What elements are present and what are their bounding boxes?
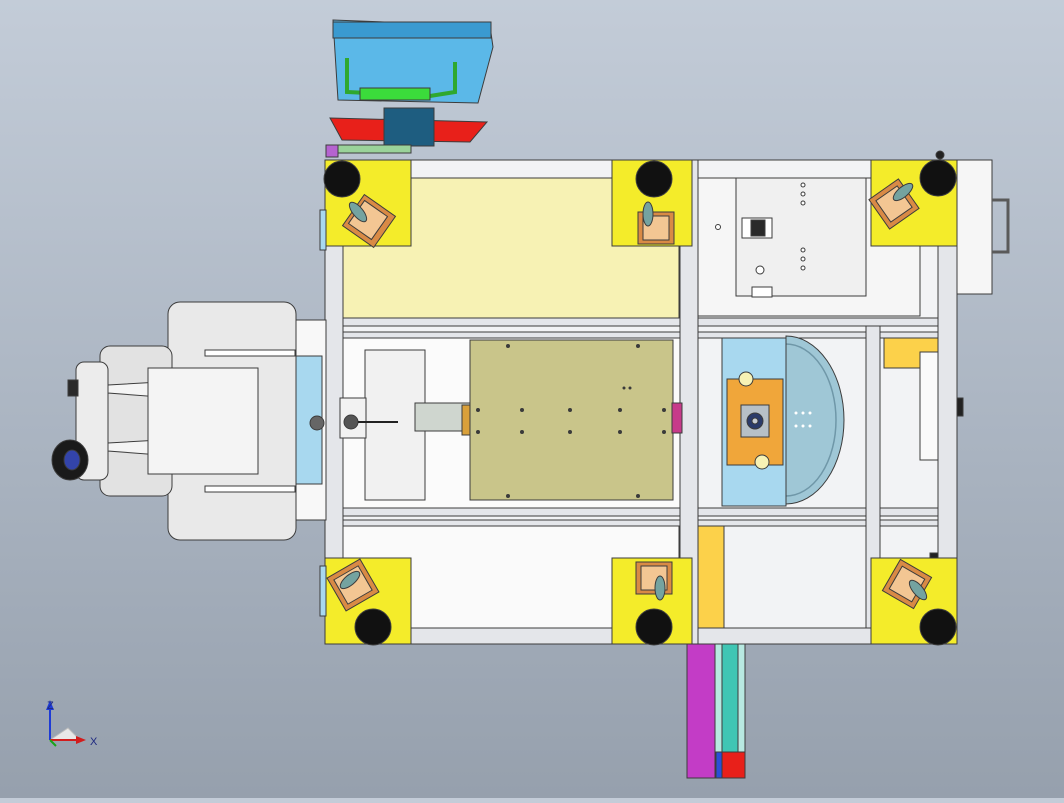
feeder-knob [67, 379, 79, 397]
left-feeder-unit[interactable] [51, 301, 327, 541]
control-panel-details [715, 177, 867, 298]
rotary-table[interactable] [721, 335, 845, 507]
slide-end-cap [718, 751, 746, 779]
caster-foot-icon [919, 159, 957, 197]
gripper-green-link [335, 144, 412, 154]
caster-foot-icon [919, 608, 957, 646]
caster-foot-icon [635, 160, 673, 198]
slide-motor [686, 643, 716, 779]
orientation-triad[interactable]: Z X [38, 696, 108, 760]
linear-stage[interactable] [339, 337, 683, 509]
right-inner-blocks [697, 337, 939, 629]
triad-plane [48, 727, 82, 741]
side-box-right[interactable] [956, 159, 1010, 417]
caster-foot-icon [354, 608, 392, 646]
fixture-plate [726, 378, 784, 466]
caster-top-left[interactable] [323, 159, 412, 249]
x-arrow-icon [76, 736, 86, 744]
caster-foot-icon [323, 160, 361, 198]
feeder-tray [147, 367, 259, 475]
caster-wheel-icon [654, 575, 666, 601]
gripper-top-rail [332, 21, 492, 39]
caster-wheel-icon [642, 201, 654, 227]
panel-hole [755, 265, 765, 275]
caster-bottom-left[interactable] [324, 557, 412, 646]
caster-wheel-icon [348, 201, 368, 223]
caster-foot-icon [635, 608, 673, 646]
rail-upper-2 [324, 331, 958, 339]
feeder-slot-1 [204, 349, 296, 357]
feeder-slot-2 [204, 485, 296, 493]
yellow-block-bottom [697, 525, 725, 629]
side-latch [956, 397, 964, 417]
rail-lower-2 [324, 519, 958, 527]
caster-wheel-icon [908, 579, 928, 601]
caster-wheel-icon [339, 570, 361, 590]
x-axis-label: X [90, 736, 98, 748]
caster-bottom-middle[interactable] [611, 557, 693, 646]
relay-chip [750, 219, 766, 237]
rotary-disk [785, 335, 845, 505]
stage-plate [469, 339, 674, 501]
z-arrow-icon [46, 700, 54, 710]
gripper-green-bar [359, 87, 431, 101]
side-box [956, 159, 993, 295]
caster-wheel-icon [892, 182, 914, 202]
y-axis [49, 739, 57, 747]
z-axis-label: Z [47, 700, 54, 712]
stage-motor-icon [343, 414, 359, 430]
gripper-purple-clip [325, 144, 339, 158]
feeder-motor-shaft [309, 415, 325, 431]
rail-upper [324, 317, 958, 327]
rotary-holes [794, 411, 812, 428]
slide-carriage [721, 643, 739, 753]
caster-top-middle[interactable] [611, 159, 693, 247]
top-gripper-assembly[interactable] [325, 19, 494, 158]
caster-top-right[interactable] [868, 159, 958, 247]
bottom-linear-slide[interactable] [686, 643, 746, 779]
caster-bottom-right[interactable] [870, 557, 958, 646]
fixture-pin-bottom [754, 454, 770, 470]
stage-stopper [671, 402, 683, 434]
axis-triad-icon: Z X [46, 700, 98, 748]
fixture-pin-top [738, 371, 754, 387]
stage-holes [476, 344, 666, 498]
panel-label [751, 286, 773, 298]
right-inner-guide [919, 351, 939, 461]
handle-icon [992, 198, 1010, 254]
edge-clips [319, 150, 945, 617]
gripper-motor-block [383, 107, 435, 147]
rail-lower [324, 507, 958, 517]
